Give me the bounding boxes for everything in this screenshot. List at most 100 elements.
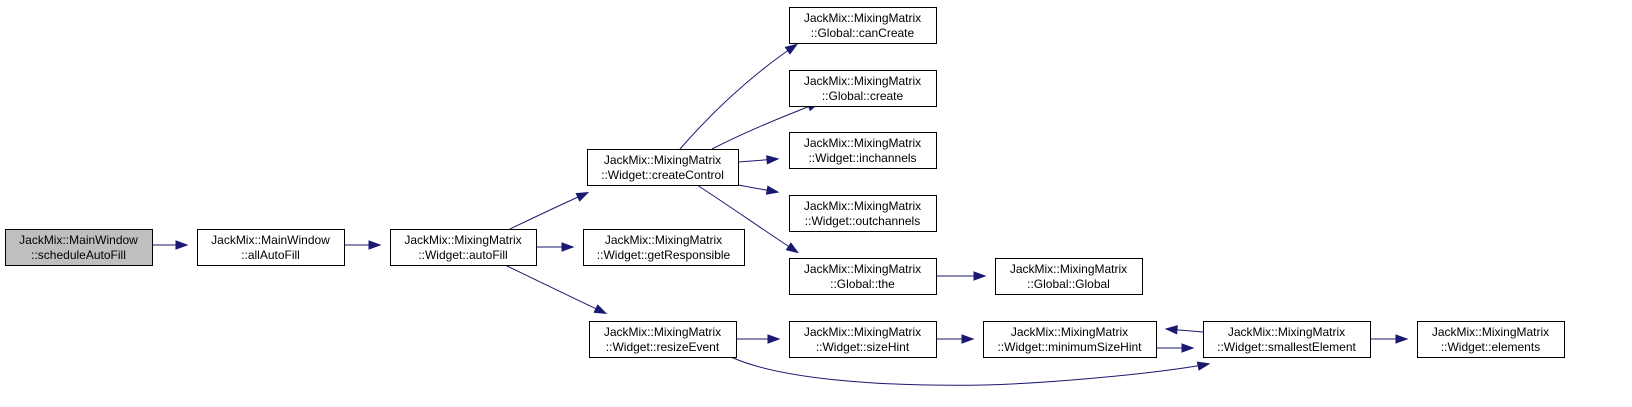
edge-arrowhead: [575, 191, 590, 202]
edge-createcontrol-to-inchannels: [737, 155, 780, 165]
node-smallest[interactable]: JackMix::MixingMatrix::Widget::smallestE…: [1203, 321, 1371, 358]
node-the[interactable]: JackMix::MixingMatrix::Global::the: [789, 258, 937, 295]
edge-arrowhead: [593, 304, 608, 315]
edge-createcontrol-to-cancreate: [679, 43, 799, 150]
node-box: [589, 321, 737, 358]
node-namespace-label: JackMix::MixingMatrix: [604, 325, 721, 339]
edge-arrowhead: [1395, 334, 1409, 344]
node-box: [789, 195, 937, 232]
node-member-label: ::Widget::outchannels: [805, 214, 920, 228]
node-sizehint[interactable]: JackMix::MixingMatrix::Widget::sizeHint: [789, 321, 937, 358]
node-namespace-label: JackMix::MixingMatrix: [1432, 325, 1549, 339]
node-namespace-label: JackMix::MixingMatrix: [404, 233, 521, 247]
edge-autofill-to-getresponsible: [536, 242, 575, 252]
node-namespace-label: JackMix::MixingMatrix: [605, 233, 722, 247]
node-member-label: ::Widget::smallestElement: [1217, 340, 1356, 354]
node-cancreate[interactable]: JackMix::MixingMatrix::Global::canCreate: [789, 7, 937, 44]
edge-line: [711, 102, 819, 150]
edge-arrowhead: [561, 242, 575, 252]
node-member-label: ::scheduleAutoFill: [31, 248, 126, 262]
node-elements[interactable]: JackMix::MixingMatrix::Widget::elements: [1417, 321, 1565, 358]
node-autofill[interactable]: JackMix::MixingMatrix::Widget::autoFill: [390, 229, 537, 266]
edge-createcontrol-to-outchannels: [737, 184, 780, 195]
node-minsizehint[interactable]: JackMix::MixingMatrix::Widget::minimumSi…: [983, 321, 1157, 358]
edge-arrowhead: [784, 43, 799, 55]
node-namespace-label: JackMix::MixingMatrix: [804, 262, 921, 276]
edge-createcontrol-to-the: [696, 184, 800, 254]
node-box: [1417, 321, 1565, 358]
edges: [152, 43, 1409, 386]
node-namespace-label: JackMix::MixingMatrix: [804, 199, 921, 213]
node-member-label: ::Global::create: [822, 89, 904, 103]
node-member-label: ::allAutoFill: [241, 248, 300, 262]
node-namespace-label: JackMix::MixingMatrix: [1011, 325, 1128, 339]
node-createcontrol[interactable]: JackMix::MixingMatrix::Widget::createCon…: [587, 149, 739, 186]
node-member-label: ::Global::canCreate: [811, 26, 915, 40]
node-member-label: ::Widget::getResponsible: [597, 248, 731, 262]
node-box: [583, 229, 745, 266]
node-box: [789, 7, 937, 44]
edge-allauto-to-autofill: [344, 240, 382, 250]
node-member-label: ::Widget::resizeEvent: [606, 340, 720, 354]
node-box: [587, 149, 739, 186]
node-box: [5, 229, 153, 266]
node-box: [789, 321, 937, 358]
edge-smallest-to-elements: [1370, 334, 1409, 344]
node-namespace-label: JackMix::MainWindow: [19, 233, 138, 247]
edge-arrowhead: [767, 334, 781, 344]
node-box: [983, 321, 1157, 358]
node-box: [995, 258, 1143, 295]
node-create[interactable]: JackMix::MixingMatrix::Global::create: [789, 70, 937, 107]
node-namespace-label: JackMix::MixingMatrix: [804, 74, 921, 88]
node-member-label: ::Widget::elements: [1441, 340, 1540, 354]
edge-arrowhead: [785, 242, 800, 254]
node-box: [789, 70, 937, 107]
node-namespace-label: JackMix::MixingMatrix: [604, 153, 721, 167]
edge-line: [509, 192, 588, 230]
node-namespace-label: JackMix::MixingMatrix: [804, 11, 921, 25]
node-member-label: ::Global::Global: [1027, 277, 1110, 291]
edge-arrowhead: [1196, 361, 1211, 371]
edge-autofill-to-resizeevent: [504, 264, 608, 315]
edge-arrowhead: [973, 271, 987, 281]
nodes: JackMix::MainWindow::scheduleAutoFillJac…: [5, 7, 1565, 358]
node-member-label: ::Widget::minimumSizeHint: [997, 340, 1142, 354]
edge-arrowhead: [765, 185, 780, 195]
node-resizeevent[interactable]: JackMix::MixingMatrix::Widget::resizeEve…: [589, 321, 737, 358]
node-inchannels[interactable]: JackMix::MixingMatrix::Widget::inchannel…: [789, 132, 937, 169]
node-member-label: ::Widget::inchannels: [808, 151, 916, 165]
node-member-label: ::Global::the: [830, 277, 895, 291]
node-schedule[interactable]: JackMix::MainWindow::scheduleAutoFill: [5, 229, 153, 266]
node-getresponsible[interactable]: JackMix::MixingMatrix::Widget::getRespon…: [583, 229, 745, 266]
edge-sizehint-to-minsizehint: [936, 334, 975, 344]
node-outchannels[interactable]: JackMix::MixingMatrix::Widget::outchanne…: [789, 195, 937, 232]
edge-arrowhead: [1181, 343, 1195, 353]
node-namespace-label: JackMix::MainWindow: [211, 233, 330, 247]
node-box: [1203, 321, 1371, 358]
edge-resizeevent-to-sizehint: [736, 334, 781, 344]
edge-minsizehint-to-smallest: [1156, 343, 1195, 353]
node-allauto[interactable]: JackMix::MainWindow::allAutoFill: [197, 229, 345, 266]
edge-autofill-to-createcontrol: [509, 191, 590, 230]
node-namespace-label: JackMix::MixingMatrix: [804, 136, 921, 150]
edge-line: [504, 264, 606, 314]
node-namespace-label: JackMix::MixingMatrix: [804, 325, 921, 339]
edge-smallest-to-minsizehint: [1164, 325, 1204, 335]
edge-arrowhead: [175, 240, 189, 250]
edge-the-to-globalctor: [936, 271, 987, 281]
node-globalctor[interactable]: JackMix::MixingMatrix::Global::Global: [995, 258, 1143, 295]
edge-arrowhead: [368, 240, 382, 250]
node-box: [789, 258, 937, 295]
edge-line: [730, 356, 1209, 386]
edge-line: [696, 184, 798, 253]
node-member-label: ::Widget::autoFill: [418, 248, 507, 262]
node-box: [390, 229, 537, 266]
node-namespace-label: JackMix::MixingMatrix: [1228, 325, 1345, 339]
edge-schedule-to-allauto: [152, 240, 189, 250]
node-box: [197, 229, 345, 266]
edge-arrowhead: [766, 155, 780, 165]
edge-resizeevent-to-smallest: [730, 356, 1211, 386]
edge-arrowhead: [1164, 325, 1178, 335]
edge-line: [679, 44, 797, 150]
